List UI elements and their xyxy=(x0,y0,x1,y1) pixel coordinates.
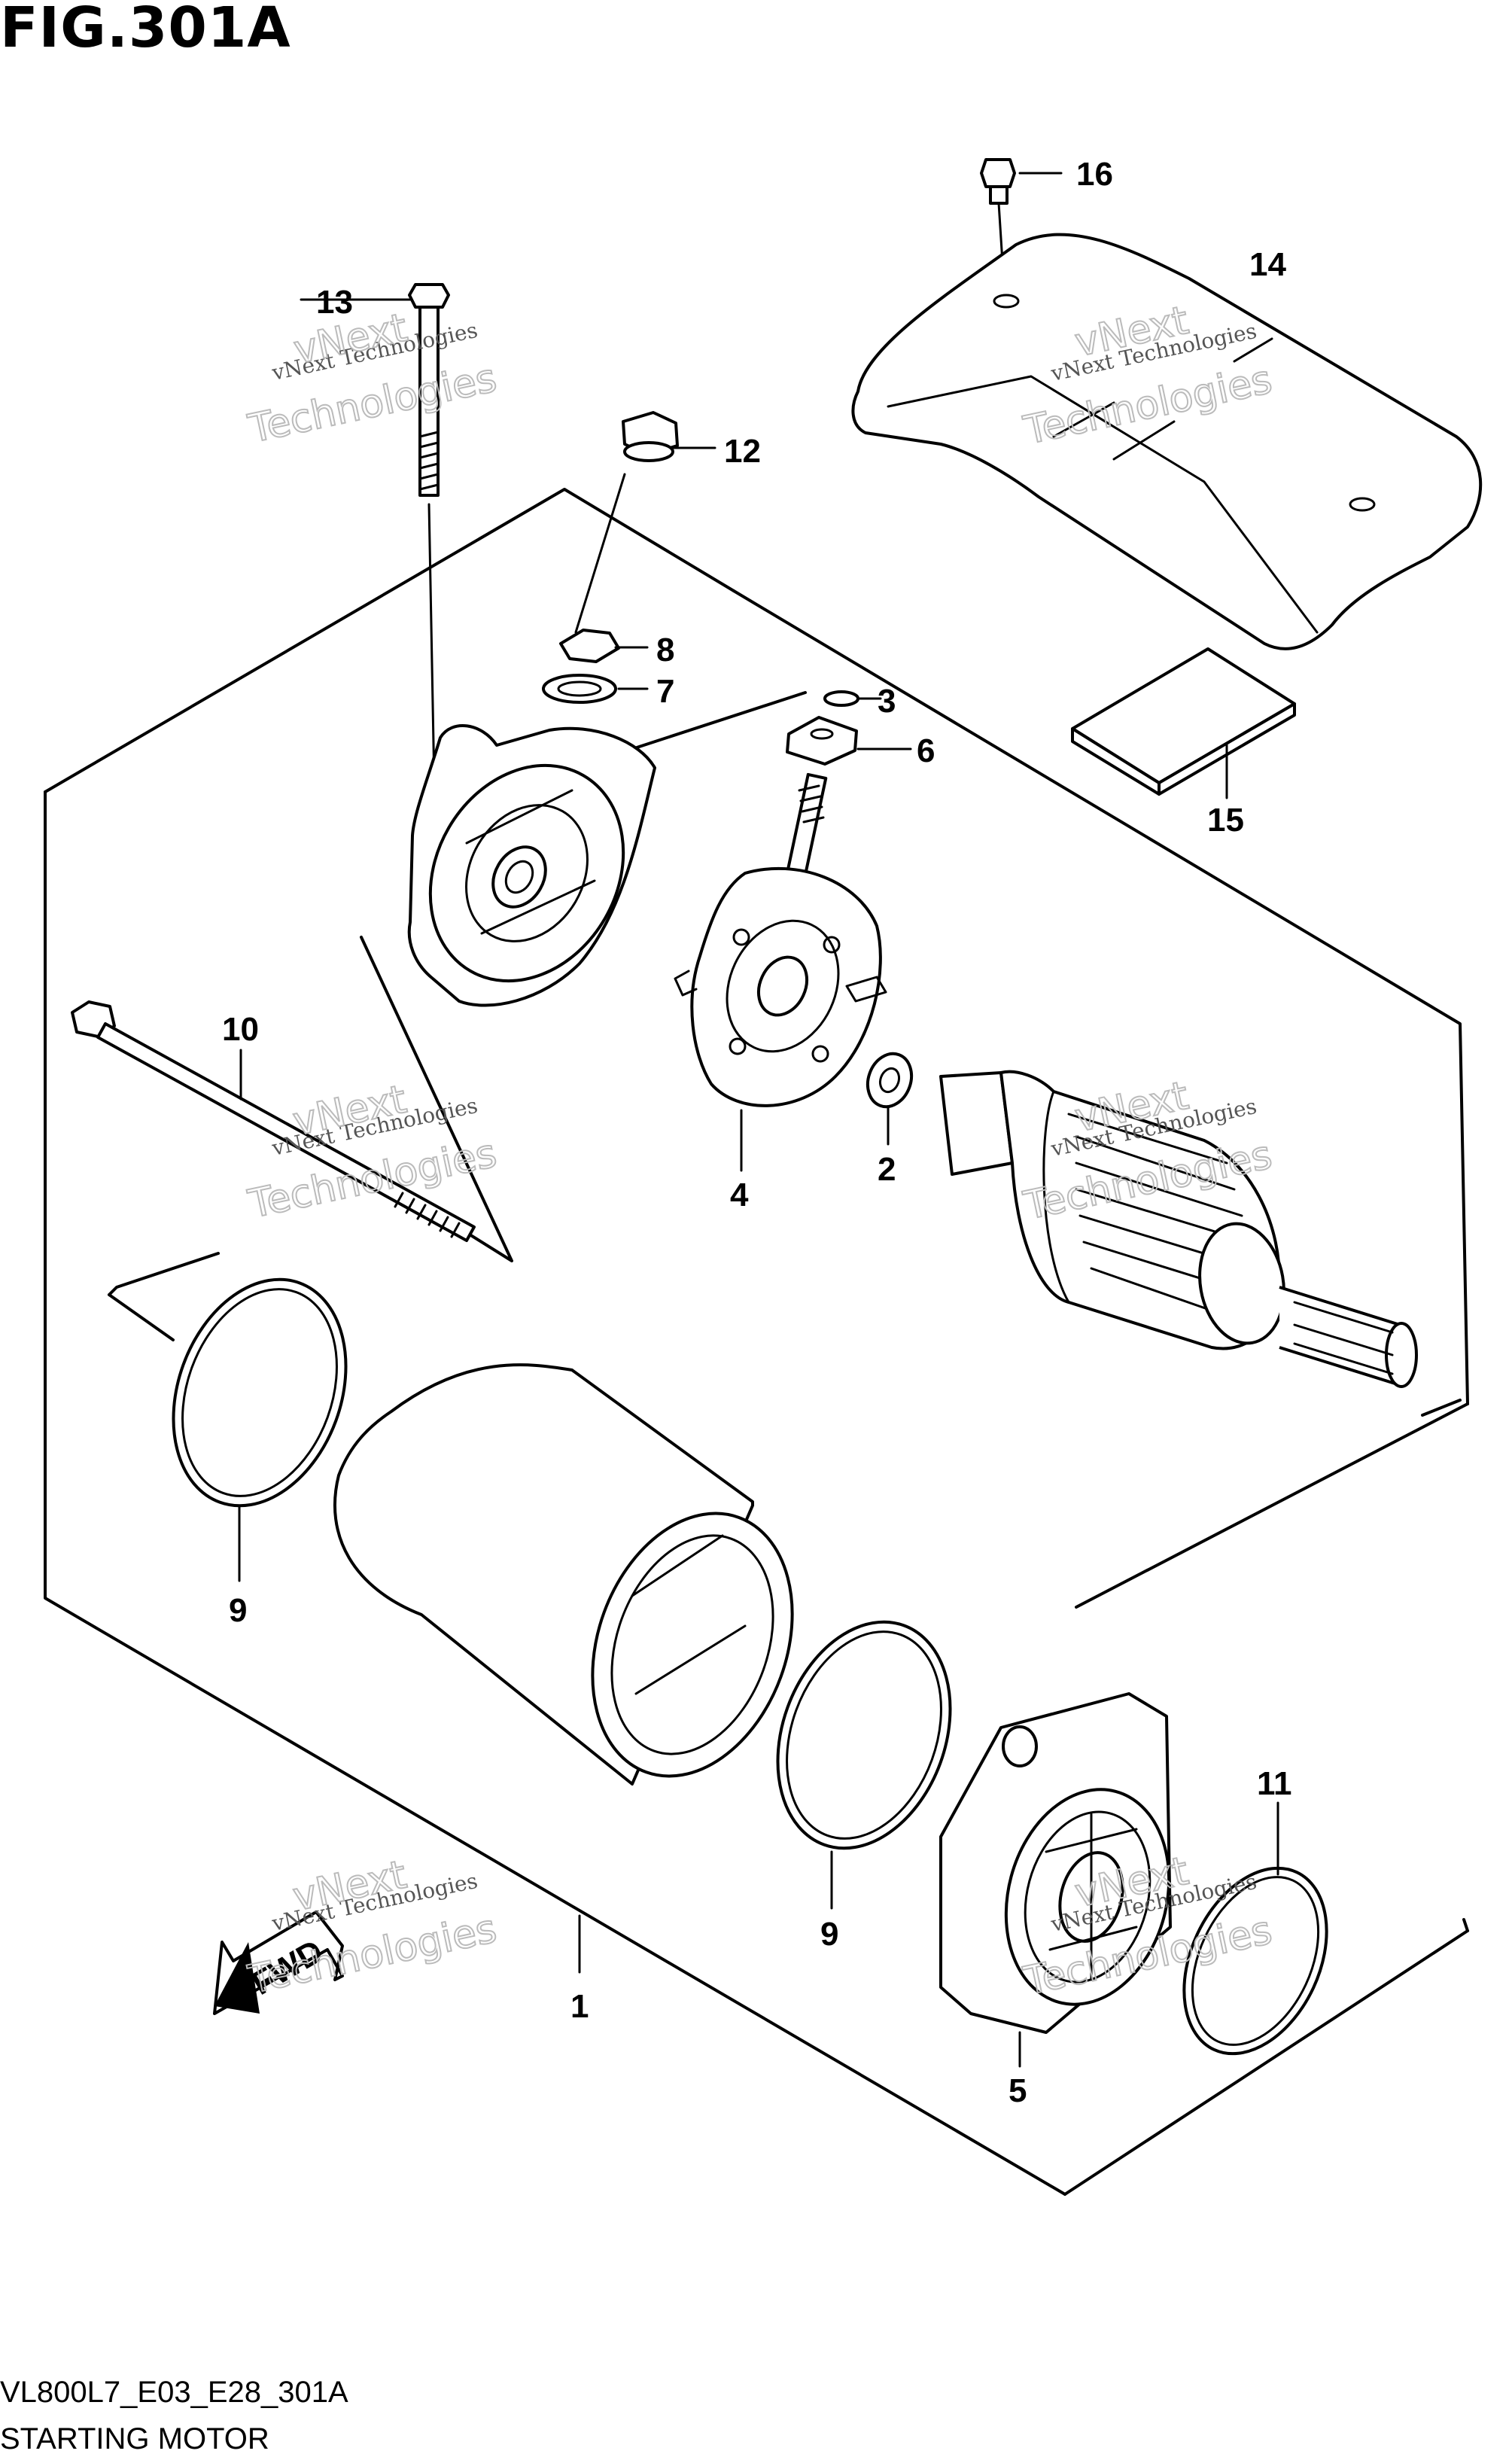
nut-12 xyxy=(574,411,679,634)
brush-holder-4 xyxy=(674,772,887,1107)
callout-2: 2 xyxy=(878,1151,896,1188)
figure-title: FIG.301A xyxy=(0,0,291,60)
callout-10: 10 xyxy=(222,1011,259,1048)
bolt-13 xyxy=(408,283,450,826)
armature xyxy=(939,1070,1418,1388)
callout-15: 15 xyxy=(1207,802,1244,839)
assembly-outline xyxy=(44,488,1469,2196)
washer-7 xyxy=(542,674,617,704)
callout-16: 16 xyxy=(1076,156,1113,193)
washer-2 xyxy=(866,1052,914,1109)
callout-14: 14 xyxy=(1249,246,1286,283)
callout-13: 13 xyxy=(316,284,353,321)
insulator-6 xyxy=(786,716,858,766)
yoke-1 xyxy=(333,1363,794,1786)
callout-12: 12 xyxy=(724,433,761,470)
callout-labels: 16 14 15 13 12 8 7 3 6 4 2 10 9 9 1 5 11 xyxy=(222,156,1292,2109)
cover-14 xyxy=(851,233,1483,650)
callout-6: 6 xyxy=(917,732,935,769)
callout-5: 5 xyxy=(1009,2072,1027,2109)
o-ring-11 xyxy=(1182,1866,1328,2056)
figure-code: VL800L7_E03_E28_301A xyxy=(0,2376,348,2409)
callout-8: 8 xyxy=(656,632,674,668)
end-bracket xyxy=(407,724,656,1007)
o-ring-9-right xyxy=(776,1620,952,1850)
front-cover-5 xyxy=(939,1692,1172,2034)
clip-3 xyxy=(823,690,859,707)
callout-7: 7 xyxy=(656,673,674,710)
o-ring-9-left xyxy=(172,1277,348,1508)
callout-3: 3 xyxy=(878,683,896,720)
watermark-mid-left: vNext Technologies vNext Technologies xyxy=(244,1076,501,1228)
callout-9-left: 9 xyxy=(229,1592,247,1629)
figure-caption: STARTING MOTOR xyxy=(0,2422,269,2455)
callout-4: 4 xyxy=(730,1177,749,1213)
callout-9-right: 9 xyxy=(820,1916,838,1953)
pad-15 xyxy=(1071,647,1296,796)
leader-lines xyxy=(238,172,1279,2068)
nut-8 xyxy=(559,629,620,663)
callout-11: 11 xyxy=(1257,1765,1292,1802)
callout-1: 1 xyxy=(570,1988,589,2025)
through-bolt-10 xyxy=(71,1000,476,1242)
watermark-bottom-left: vNext Technologies vNext Technologies xyxy=(244,1852,501,2004)
watermark-top-left: vNext Technologies vNext Technologies xyxy=(244,305,501,453)
